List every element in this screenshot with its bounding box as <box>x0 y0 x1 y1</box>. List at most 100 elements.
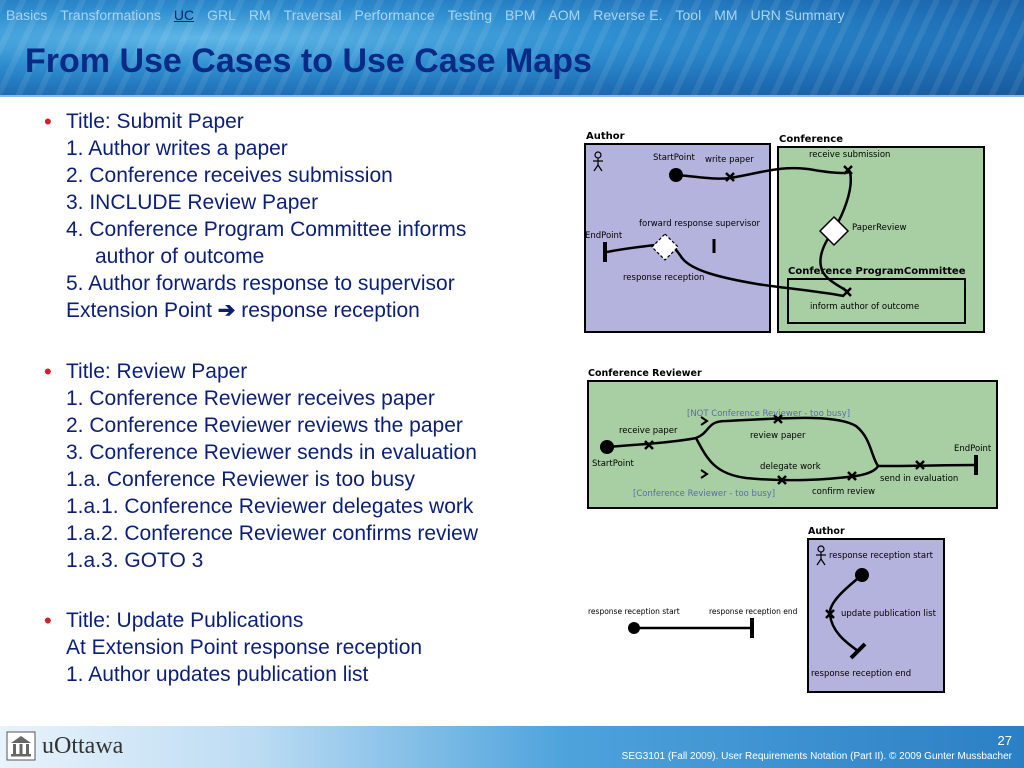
responsibility-receive-paper <box>644 440 654 450</box>
bullet-dot: • <box>44 109 52 134</box>
responsibility-review-paper <box>773 414 783 424</box>
footer-credit: SEG3101 (Fall 2009). User Requirements N… <box>621 751 1012 762</box>
responsibility-send-evaluation <box>915 460 925 470</box>
label-receive-paper: receive paper <box>619 426 678 436</box>
label-paper-review: PaperReview <box>852 223 906 233</box>
component-label-author: Author <box>808 526 845 537</box>
ucm-submit-paper-diagram: Author Conference Conference ProgramComm… <box>584 131 985 333</box>
nav-item[interactable]: Testing <box>447 7 493 23</box>
slide-title: From Use Cases to Use Case Maps <box>25 42 592 80</box>
university-logo: uOttawa <box>6 731 123 761</box>
responsibility-delegate-work <box>777 475 787 485</box>
nav-item[interactable]: Transformations <box>60 7 161 23</box>
responsibility-update-publication-list <box>825 609 835 619</box>
text-line: author of outcome <box>95 245 265 268</box>
nav-item[interactable]: Traversal <box>283 7 342 23</box>
nav-bar: Basics Transformations UC GRL RM Travers… <box>6 7 845 23</box>
label-end-point: EndPoint <box>585 231 623 241</box>
text-line: 2. Conference receives submission <box>66 164 393 187</box>
ext-prefix: Extension Point <box>66 299 212 322</box>
bullet-dot: • <box>44 359 52 384</box>
label-review-paper: review paper <box>750 431 806 441</box>
label-inform-author: inform author of outcome <box>810 302 919 312</box>
nav-item[interactable]: Tool <box>675 7 702 23</box>
nav-item[interactable]: MM <box>714 7 738 23</box>
label-update-publication-list: update publication list <box>841 609 937 619</box>
nav-item[interactable]: BPM <box>505 7 536 23</box>
text-line: Title: Review Paper <box>66 360 248 383</box>
component-reviewer <box>587 380 998 509</box>
start-point <box>669 168 683 182</box>
text-line: 3. Conference Reviewer sends in evaluati… <box>66 441 477 464</box>
ucm-update-publications-diagram: Author response reception start update p… <box>807 526 945 693</box>
logo-text: uOttawa <box>42 732 124 759</box>
footer-bar <box>0 726 1024 768</box>
label-response-reception: response reception <box>623 273 704 283</box>
label-busy-condition: [Conference Reviewer - too busy] <box>633 489 775 499</box>
text-line: 1. Conference Reviewer receives paper <box>66 387 435 410</box>
text-line: 3. INCLUDE Review Paper <box>66 191 319 214</box>
start-point <box>855 568 869 582</box>
responsibility-write-paper <box>725 172 735 182</box>
component-label-reviewer: Conference Reviewer <box>588 368 702 379</box>
label-send-evaluation: send in evaluation <box>880 474 958 484</box>
ext-suffix: response reception <box>241 299 420 322</box>
path-line <box>877 463 977 468</box>
label-write-paper: write paper <box>705 155 754 165</box>
component-program-committee <box>787 278 966 324</box>
label-receive-submission: receive submission <box>809 150 890 160</box>
text-line: 4. Conference Program Committee informs <box>66 218 467 241</box>
end-point-bar <box>849 642 867 660</box>
responsibility-inform-author <box>842 287 852 297</box>
responsibility-receive-submission <box>843 165 853 175</box>
bullet-submit-paper: • Title: Submit Paper 1. Author writes a… <box>44 108 584 324</box>
ucm-review-paper-diagram: Conference Reviewer [NOT Conference Revi… <box>587 368 998 509</box>
nav-item[interactable]: GRL <box>207 7 236 23</box>
text-line: 1.a.1. Conference Reviewer delegates wor… <box>66 495 474 518</box>
use-case-text: • Title: Submit Paper 1. Author writes a… <box>44 108 584 688</box>
component-label-conference: Conference <box>779 134 843 145</box>
bullet-dot: • <box>44 608 52 633</box>
ucm-response-reception-path: response reception start response recept… <box>588 607 798 638</box>
label-confirm-review: confirm review <box>812 487 875 497</box>
path-line <box>675 166 853 231</box>
nav-item[interactable]: URN Summary <box>750 7 845 23</box>
text-line: Title: Submit Paper <box>66 110 244 133</box>
nav-item[interactable]: Performance <box>354 7 435 23</box>
extension-point-line: Extension Point ➔ response reception <box>66 297 584 324</box>
header-banner <box>0 0 1024 95</box>
direction-arrow <box>700 416 709 426</box>
label-delegate-work: delegate work <box>760 462 821 472</box>
label-end-point: EndPoint <box>954 444 992 454</box>
responsibility-confirm-review <box>847 471 857 481</box>
text-line: 2. Conference Reviewer reviews the paper <box>66 414 463 437</box>
start-point <box>628 622 640 634</box>
label-start-point: StartPoint <box>653 153 696 163</box>
bullet-review-paper: • Title: Review Paper 1. Conference Revi… <box>44 358 584 574</box>
component-label-program-committee: Conference ProgramCommittee <box>788 266 966 277</box>
nav-item[interactable]: AOM <box>548 7 581 23</box>
nav-item[interactable]: Basics <box>6 7 48 23</box>
text-line: At Extension Point response reception <box>66 636 423 659</box>
label-forward-response: forward response supervisor <box>639 219 761 229</box>
actor-icon <box>593 151 603 172</box>
nav-item[interactable]: Reverse E. <box>593 7 663 23</box>
component-label-author: Author <box>586 131 625 142</box>
arrow-right-icon: ➔ <box>217 299 236 322</box>
path-line <box>694 437 880 482</box>
text-line: 1.a.3. GOTO 3 <box>66 549 204 572</box>
bullet-update-publications: • Title: Update Publications At Extensio… <box>44 607 584 688</box>
label-response-reception-start: response reception start <box>829 551 934 561</box>
label-response-reception-end: response reception end <box>709 607 798 616</box>
nav-item[interactable]: RM <box>248 7 271 23</box>
label-response-reception-end: response reception end <box>811 669 911 679</box>
text-line: 1.a.2. Conference Reviewer confirms revi… <box>66 522 479 545</box>
direction-arrow <box>700 469 709 479</box>
building-icon <box>6 731 36 761</box>
start-point <box>600 440 614 454</box>
text-line: 1.a. Conference Reviewer is too busy <box>66 468 416 491</box>
nav-item-active[interactable]: UC <box>173 7 195 23</box>
label-not-busy-condition: [NOT Conference Reviewer - too busy] <box>687 409 850 419</box>
path-line <box>606 416 880 467</box>
text-line: Title: Update Publications <box>66 609 304 632</box>
